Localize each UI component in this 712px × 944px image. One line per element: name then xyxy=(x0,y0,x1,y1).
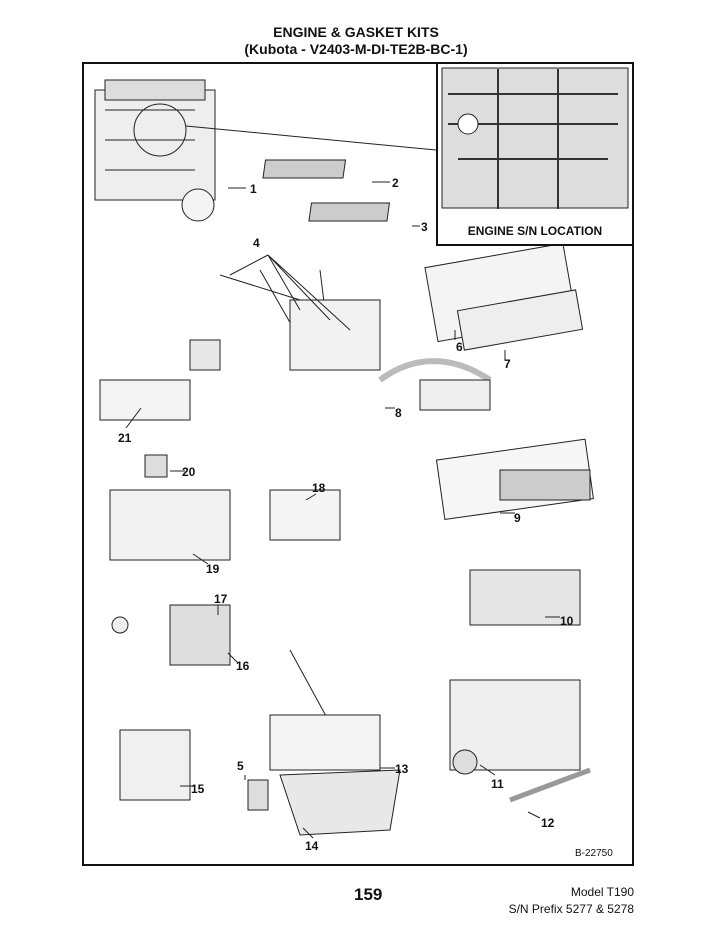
callout-7: 7 xyxy=(504,357,511,371)
callout-8: 8 xyxy=(395,406,402,420)
callout-3: 3 xyxy=(421,220,428,234)
callout-5: 5 xyxy=(237,759,244,773)
callout-16: 16 xyxy=(236,659,250,673)
figure-number: B-22750 xyxy=(575,848,613,859)
callout-15: 15 xyxy=(191,782,205,796)
callout-1: 1 xyxy=(250,182,257,196)
page-subtitle: (Kubota - V2403-M-DI-TE2B-BC-1) xyxy=(244,41,468,57)
callout-14: 14 xyxy=(305,839,319,853)
engine-assembly-illustration xyxy=(94,79,437,222)
callout-11: 11 xyxy=(491,777,504,791)
model-info: Model T190 S/N Prefix 5277 & 5278 xyxy=(509,884,634,918)
model-name: Model T190 xyxy=(570,885,634,899)
callout-4: 4 xyxy=(253,236,260,250)
callout-17: 17 xyxy=(214,592,228,606)
callout-19: 19 xyxy=(206,562,220,576)
callout-21: 21 xyxy=(118,431,132,445)
inset-label: ENGINE S/N LOCATION xyxy=(438,224,632,238)
callout-2: 2 xyxy=(392,176,399,190)
gasket-kit-2 xyxy=(262,159,347,179)
callout-12: 12 xyxy=(541,816,555,830)
callout-6: 6 xyxy=(456,340,463,354)
page-title: ENGINE & GASKET KITS xyxy=(273,24,439,40)
page-number: 159 xyxy=(354,885,383,904)
callout-18: 18 xyxy=(312,481,326,495)
gasket-kit-3 xyxy=(308,202,391,222)
diagram-frame xyxy=(82,62,634,866)
callout-13: 13 xyxy=(395,762,409,776)
callout-9: 9 xyxy=(514,511,521,525)
callout-20: 20 xyxy=(182,465,196,479)
engine-sn-location-inset: ENGINE S/N LOCATION xyxy=(436,62,634,246)
engine-closeup-drawing xyxy=(441,67,629,209)
callout-10: 10 xyxy=(560,614,574,628)
serial-prefix: S/N Prefix 5277 & 5278 xyxy=(508,902,634,916)
